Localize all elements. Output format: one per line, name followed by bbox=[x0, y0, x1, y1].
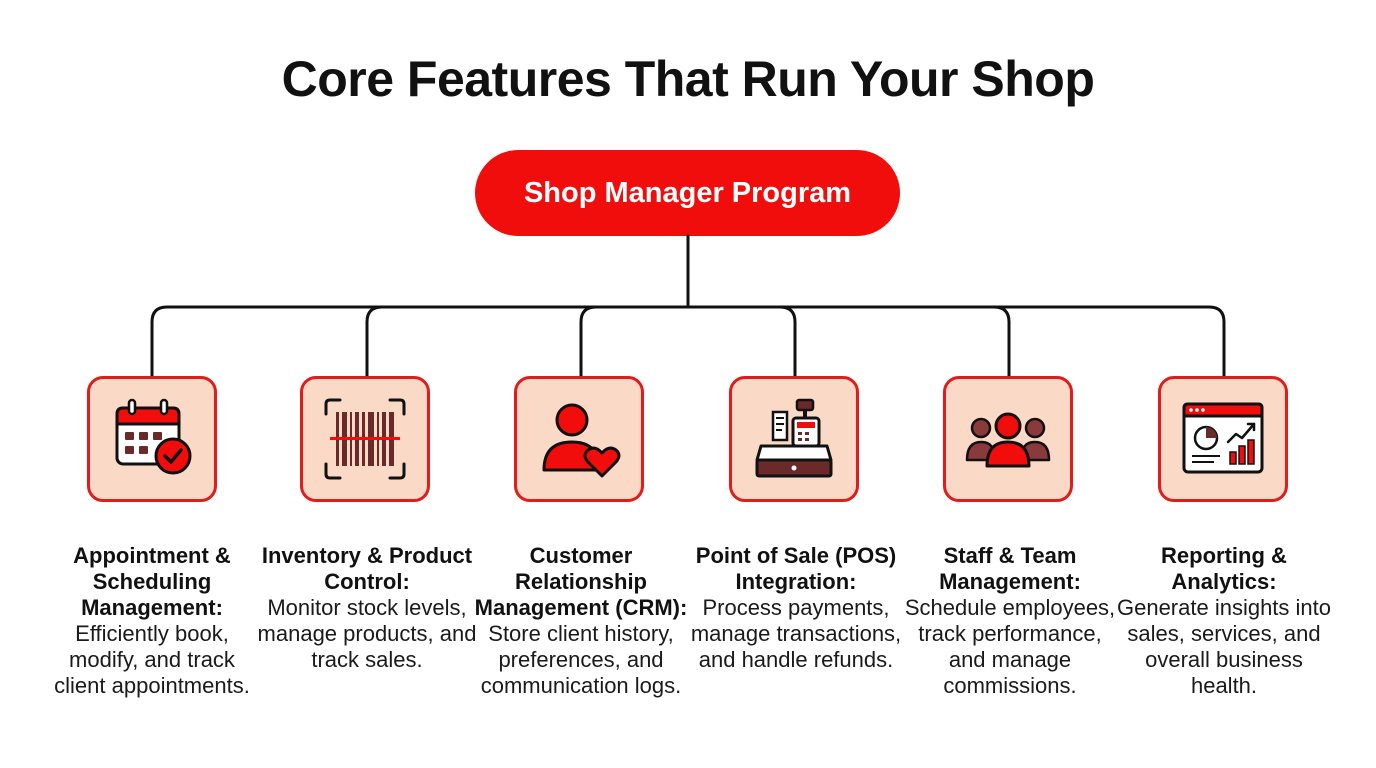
connector-branch-3 bbox=[579, 305, 598, 380]
feature-description: Efficiently book, modify, and track clie… bbox=[54, 621, 250, 698]
page-title: Core Features That Run Your Shop bbox=[281, 51, 1095, 107]
feature-pos: Point of Sale (POS) Integration: Process… bbox=[686, 543, 906, 673]
feature-icon-box-pos bbox=[729, 376, 859, 502]
feature-staff: Staff & Team Management: Schedule employ… bbox=[900, 543, 1120, 699]
feature-appointments: Appointment & Scheduling Management: Eff… bbox=[42, 543, 262, 699]
barcode-scan-icon bbox=[324, 398, 406, 480]
feature-title: Customer Relationship Management (CRM): bbox=[474, 543, 688, 620]
connector-branch-2 bbox=[365, 305, 384, 380]
feature-title: Reporting & Analytics: bbox=[1161, 543, 1287, 594]
cash-register-icon bbox=[755, 398, 833, 478]
team-icon bbox=[965, 412, 1051, 468]
feature-icon-box-appointments bbox=[87, 376, 217, 502]
feature-description: Schedule employees, track performance, a… bbox=[904, 595, 1116, 698]
analytics-dashboard-icon bbox=[1182, 402, 1264, 474]
connector-branch-6 bbox=[686, 305, 1226, 380]
root-node: Shop Manager Program bbox=[475, 150, 900, 236]
feature-description: Process payments, manage transactions, a… bbox=[690, 595, 902, 672]
feature-inventory: Inventory & Product Control: Monitor sto… bbox=[257, 543, 477, 673]
feature-description: Monitor stock levels, manage products, a… bbox=[257, 595, 477, 672]
connector-branch-1 bbox=[150, 305, 690, 380]
feature-crm: Customer Relationship Management (CRM): … bbox=[471, 543, 691, 699]
feature-description: Store client history, preferences, and c… bbox=[480, 621, 682, 698]
connector-branch-5 bbox=[992, 305, 1011, 380]
feature-title: Point of Sale (POS) Integration: bbox=[695, 543, 897, 594]
calendar-check-icon bbox=[115, 398, 192, 475]
feature-title: Staff & Team Management: bbox=[939, 543, 1081, 594]
feature-description: Generate insights into sales, services, … bbox=[1116, 595, 1332, 698]
user-heart-icon bbox=[542, 403, 621, 478]
feature-title: Inventory & Product Control: bbox=[261, 543, 473, 594]
connector-branch-4 bbox=[778, 305, 797, 380]
feature-icon-box-inventory bbox=[300, 376, 430, 502]
feature-reporting: Reporting & Analytics: Generate insights… bbox=[1114, 543, 1334, 699]
feature-icon-box-crm bbox=[514, 376, 644, 502]
root-node-label: Shop Manager Program bbox=[523, 176, 852, 209]
feature-icon-box-staff bbox=[943, 376, 1073, 502]
feature-title: Appointment & Scheduling Management: bbox=[73, 543, 231, 620]
feature-icon-box-reporting bbox=[1158, 376, 1288, 502]
